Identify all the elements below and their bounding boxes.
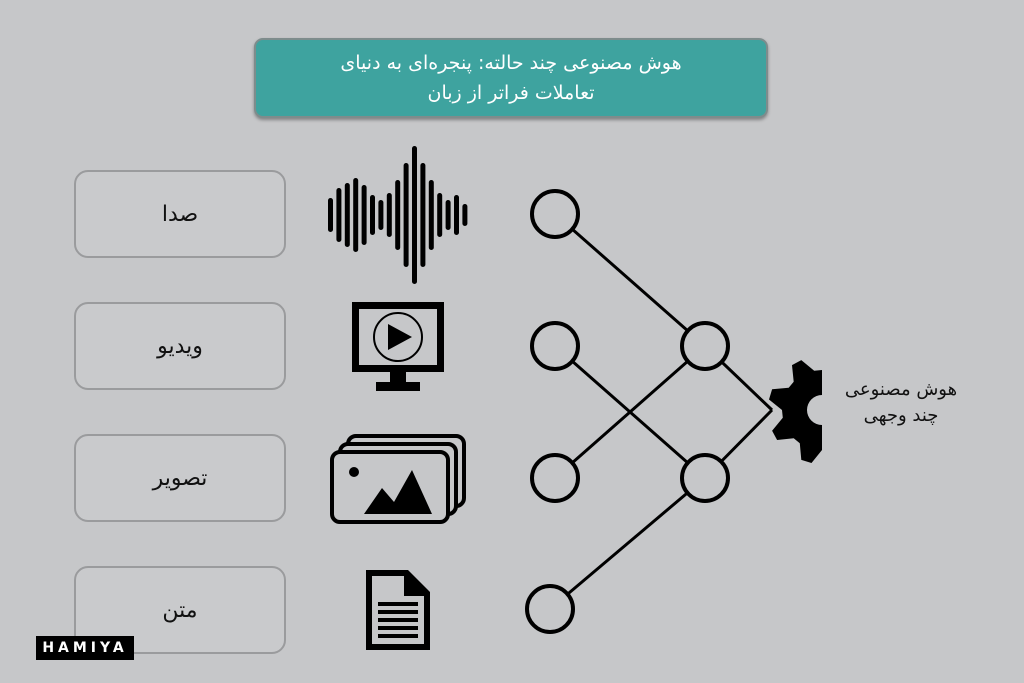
input-node-3 <box>530 453 580 503</box>
edge-input-3-hidden-1 <box>554 344 706 480</box>
input-node-2 <box>530 321 580 371</box>
input-label-image-text: تصویر <box>152 465 208 491</box>
image-stack-icon <box>330 434 466 524</box>
input-node-1 <box>530 189 580 239</box>
output-label-line-2: چند وجهی <box>863 405 939 426</box>
sound-wave-icon <box>328 146 468 284</box>
edge-input-1-hidden-1 <box>554 212 706 348</box>
diagram-title: هوش مصنوعی چند حالته: پنجره‌ای به دنیای … <box>254 38 768 118</box>
hidden-node-2 <box>680 453 730 503</box>
input-label-image: تصویر <box>74 434 286 522</box>
brand-logo-text: HAMIYA <box>42 640 128 656</box>
input-label-text-text: متن <box>162 597 198 623</box>
output-label: هوش مصنوعی چند وجهی <box>826 377 976 429</box>
title-line-2: تعاملات فراتر از زبان <box>427 82 595 104</box>
edge-input-4-hidden-2 <box>549 476 706 611</box>
input-label-audio: صدا <box>74 170 286 258</box>
input-label-video: ویدیو <box>74 302 286 390</box>
hidden-node-1 <box>680 321 730 371</box>
input-label-video-text: ویدیو <box>157 333 203 359</box>
gear-icon <box>769 360 822 463</box>
input-label-audio-text: صدا <box>161 201 199 227</box>
input-node-4 <box>525 584 575 634</box>
brand-logo: HAMIYA <box>36 636 134 660</box>
output-label-line-1: هوش مصنوعی <box>844 379 958 400</box>
title-line-1: هوش مصنوعی چند حالته: پنجره‌ای به دنیای <box>340 52 682 74</box>
document-icon <box>366 570 430 650</box>
monitor-play-icon <box>352 302 444 391</box>
